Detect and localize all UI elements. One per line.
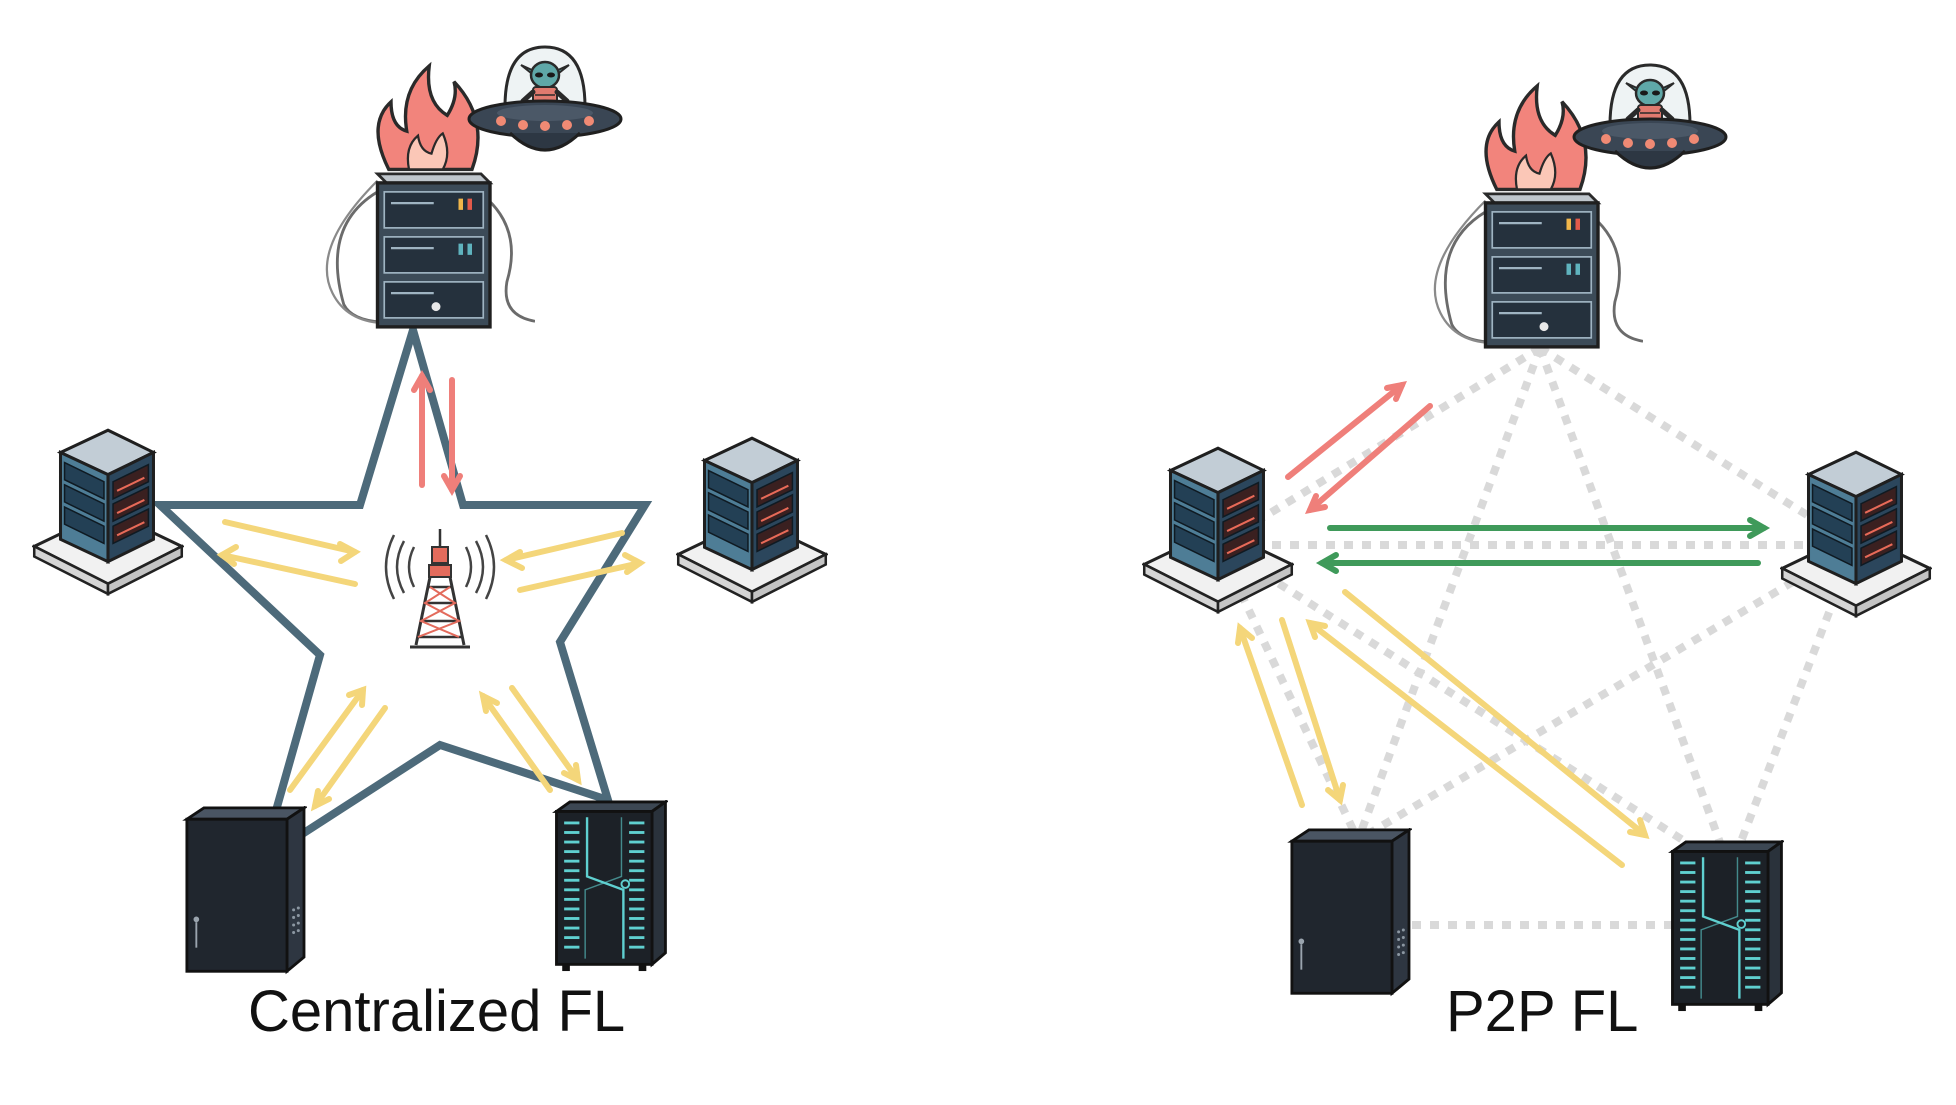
malicious-update-arrows [1285,380,1433,515]
alien-ufo-icon [469,47,621,150]
radio-tower-icon [384,527,496,649]
dark-cabinet-server-icon [185,806,306,973]
server-tower-icon [1780,450,1932,618]
centralized-fl-caption: Centralized FL [248,979,626,1044]
star-topology [149,315,653,870]
malicious-update-arrows [411,369,463,497]
centralized-arrows [216,369,646,812]
client-update-arrows [1235,589,1650,868]
server-tower-icon [1142,446,1294,614]
teal-rack-server-icon [1671,840,1783,1012]
server-tower-icon [32,428,184,596]
p2p-arrows [1235,380,1771,868]
server-tower-icon [676,436,828,604]
centralized-panel [32,47,828,973]
alien-ufo-icon [1574,65,1726,168]
client-update-arrows [216,519,646,812]
teal-rack-server-icon [555,800,667,972]
dark-cabinet-server-icon [1290,828,1411,995]
p2p-fl-caption: P2P FL [1446,979,1639,1044]
p2p-panel [1142,65,1932,1012]
p2p-exchange-arrows [1315,517,1771,574]
